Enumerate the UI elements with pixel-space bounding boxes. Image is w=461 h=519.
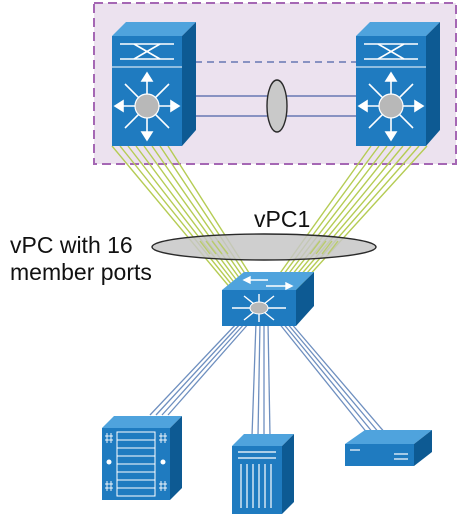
blade-server xyxy=(102,416,182,500)
access-switch xyxy=(222,272,314,326)
vpc1-bundle-ellipse xyxy=(151,233,377,261)
member-ports-label-line2: member ports xyxy=(10,259,152,285)
tower-server xyxy=(232,434,294,514)
crossbar-icon xyxy=(120,43,174,60)
member-ports-label-line1: vPC with 16 xyxy=(10,232,133,258)
switch-arrows-icon xyxy=(242,275,294,291)
vpc-member-links xyxy=(111,145,428,291)
nexus-switch-right xyxy=(356,22,440,146)
peer-link xyxy=(183,61,356,133)
crossbar-icon xyxy=(364,43,418,60)
vpc1-label: vPC1 xyxy=(254,206,311,232)
right-peer-member-links xyxy=(267,145,428,291)
peer-link-bundle xyxy=(266,79,288,133)
access-links xyxy=(149,321,387,437)
left-peer-member-links xyxy=(111,145,261,291)
network-appliance xyxy=(345,430,432,466)
nexus-switch-left xyxy=(112,22,196,146)
member-links-over-ellipse xyxy=(199,240,339,255)
